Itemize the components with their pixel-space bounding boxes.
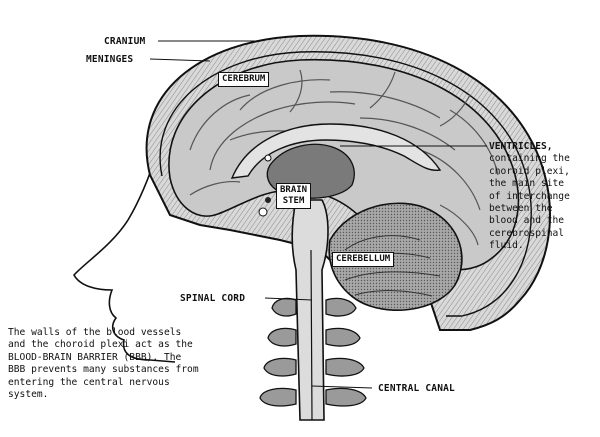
ventricles-label: VENTRICLES, containing the choroid plexi… [489,141,570,253]
ventricles-label-line: containing the [489,153,570,164]
bbb-caption: The walls of the blood vessels and the c… [8,327,199,401]
ventricles-label-line: between the [489,203,553,214]
meninges-label: MENINGES [86,54,133,65]
ventricles-label-line: fluid. [489,240,524,251]
ventricles-label-line: blood and the [489,215,564,226]
ventricles-label-line: the main site [489,178,564,189]
cerebellum-label: CEREBELLUM [332,252,394,267]
brain-stem-shape [292,200,328,420]
cranium-label: CRANIUM [104,36,145,47]
brain-stem-label: BRAIN STEM [276,183,311,209]
cerebrum-label: CEREBRUM [218,72,269,87]
ventricles-label-line: of interchange [489,191,570,202]
central-canal-label: CENTRAL CANAL [378,383,455,394]
ventricles-label-line: cerebrospinal [489,228,564,239]
spinal-cord-label: SPINAL CORD [180,293,245,304]
ventricles-label-line: VENTRICLES, [489,141,553,152]
ventricles-label-line: choroid plexi, [489,166,570,177]
